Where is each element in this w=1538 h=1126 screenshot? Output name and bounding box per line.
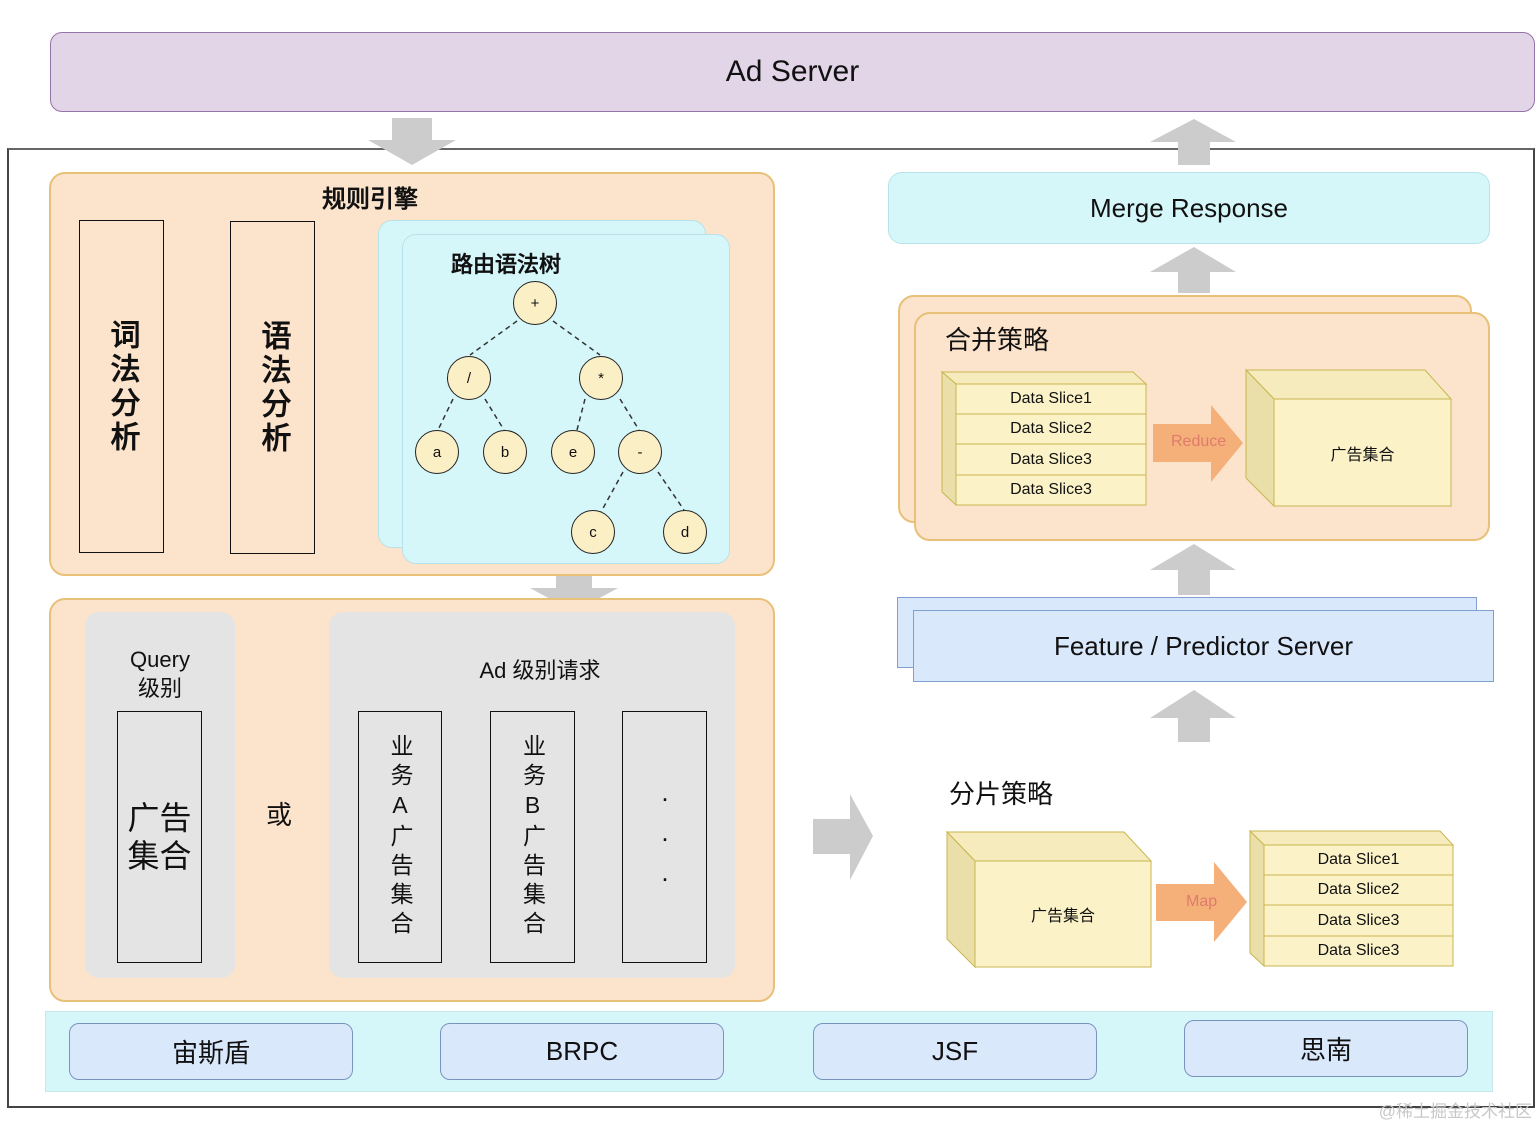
shard-slice-3: Data Slice3 [1317,911,1400,929]
more-business-box: ... [622,711,707,963]
watermark: @稀土掘金技术社区 [1378,1102,1532,1121]
shard-strategy-title: 分片策略 [949,779,1054,809]
infra-brpc: BRPC [440,1023,724,1080]
query-ad-set-box: 广告集合 [117,711,202,963]
tree-node-e: e [551,430,595,474]
merge-slice-3: Data Slice3 [1010,450,1092,468]
merge-strategy-title: 合并策略 [945,325,1050,355]
infra-sinan: 思南 [1184,1020,1468,1077]
merge-slice-4: Data Slice3 [1010,481,1092,498]
tree-node-c: c [571,510,615,554]
infra-brpc-label: BRPC [545,1036,619,1066]
shard-slice-4: Data Slice3 [1317,942,1400,959]
tree-edge [484,398,505,431]
arrow-down-icon [530,566,618,612]
map-label: Map [1186,893,1218,910]
syntax-tree-card [402,234,730,564]
ad-server-label: Ad Server [725,55,860,88]
ad-level-group [329,612,735,978]
business-a-box: 业务A广告集合 [358,711,442,963]
business-a-label: 业务A广告集合 [387,734,413,940]
reduce-arrow-icon [1153,405,1243,482]
syntax-tree-title: 路由语法树 [451,252,562,277]
tree-node-divide: / [447,356,491,400]
rule-engine-title: 规则引擎 [322,186,418,213]
query-ad-set-label: 广告集合 [127,800,192,874]
tree-edge [600,471,624,513]
feature-predictor-server-box: Feature / Predictor Server [913,610,1494,682]
tree-node-root: + [513,281,557,325]
tree-edge [552,320,601,356]
tree-node-multiply: * [579,356,623,400]
arrow-up-icon [1150,690,1236,742]
lexical-analysis-label: 词法分析 [105,318,139,455]
shard-slice-1: Data Slice1 [1317,851,1400,868]
shard-slice-2: Data Slice2 [1317,881,1400,898]
merge-result-label: 广告集合 [1330,446,1395,464]
query-level-title: Query 级别 [130,647,190,701]
business-b-label: 业务B广告集合 [519,734,546,940]
business-b-box: 业务B广告集合 [490,711,575,963]
infra-jsf-label: JSF [931,1036,979,1066]
tree-node-a: a [415,430,459,474]
system-frame [7,148,1535,1108]
infra-jsf: JSF [813,1023,1097,1080]
ad-server-box: Ad Server [50,32,1535,112]
merge-slice-1: Data Slice1 [1010,390,1092,407]
infra-zeus-shield: 宙斯盾 [69,1023,353,1080]
feature-predictor-server-label: Feature / Predictor Server [1053,630,1354,661]
tree-node-minus: - [618,430,662,474]
arrow-down-icon [368,118,456,165]
arrow-up-icon [1150,247,1236,293]
arrow-right-icon [813,794,873,880]
tree-edge [469,320,518,356]
tree-edge [437,398,454,431]
arrow-up-icon [1150,544,1236,595]
tree-node-d: d [663,510,707,554]
syntax-analysis-box: 语法分析 [230,221,315,554]
ad-level-title: Ad 级别请求 [479,658,601,683]
merge-response-label: Merge Response [1090,192,1288,223]
infra-zeus-shield-label: 宙斯盾 [171,1038,250,1068]
shard-source-label: 广告集合 [1030,908,1095,925]
infra-sinan-label: 思南 [1299,1035,1352,1065]
tree-edge [657,471,685,511]
query-level-group [85,612,235,978]
lexical-analysis-box: 词法分析 [79,220,164,553]
syntax-analysis-label: 语法分析 [256,319,290,456]
more-business-label: ... [650,777,680,897]
merge-response-box: Merge Response [888,172,1490,244]
tree-node-b: b [483,430,527,474]
map-arrow-icon [1156,862,1247,942]
merge-slice-2: Data Slice2 [1010,420,1092,437]
arrow-up-icon [1150,119,1236,165]
reduce-label: Reduce [1171,433,1227,450]
or-label: 或 [266,800,293,830]
tree-edge [619,398,640,431]
